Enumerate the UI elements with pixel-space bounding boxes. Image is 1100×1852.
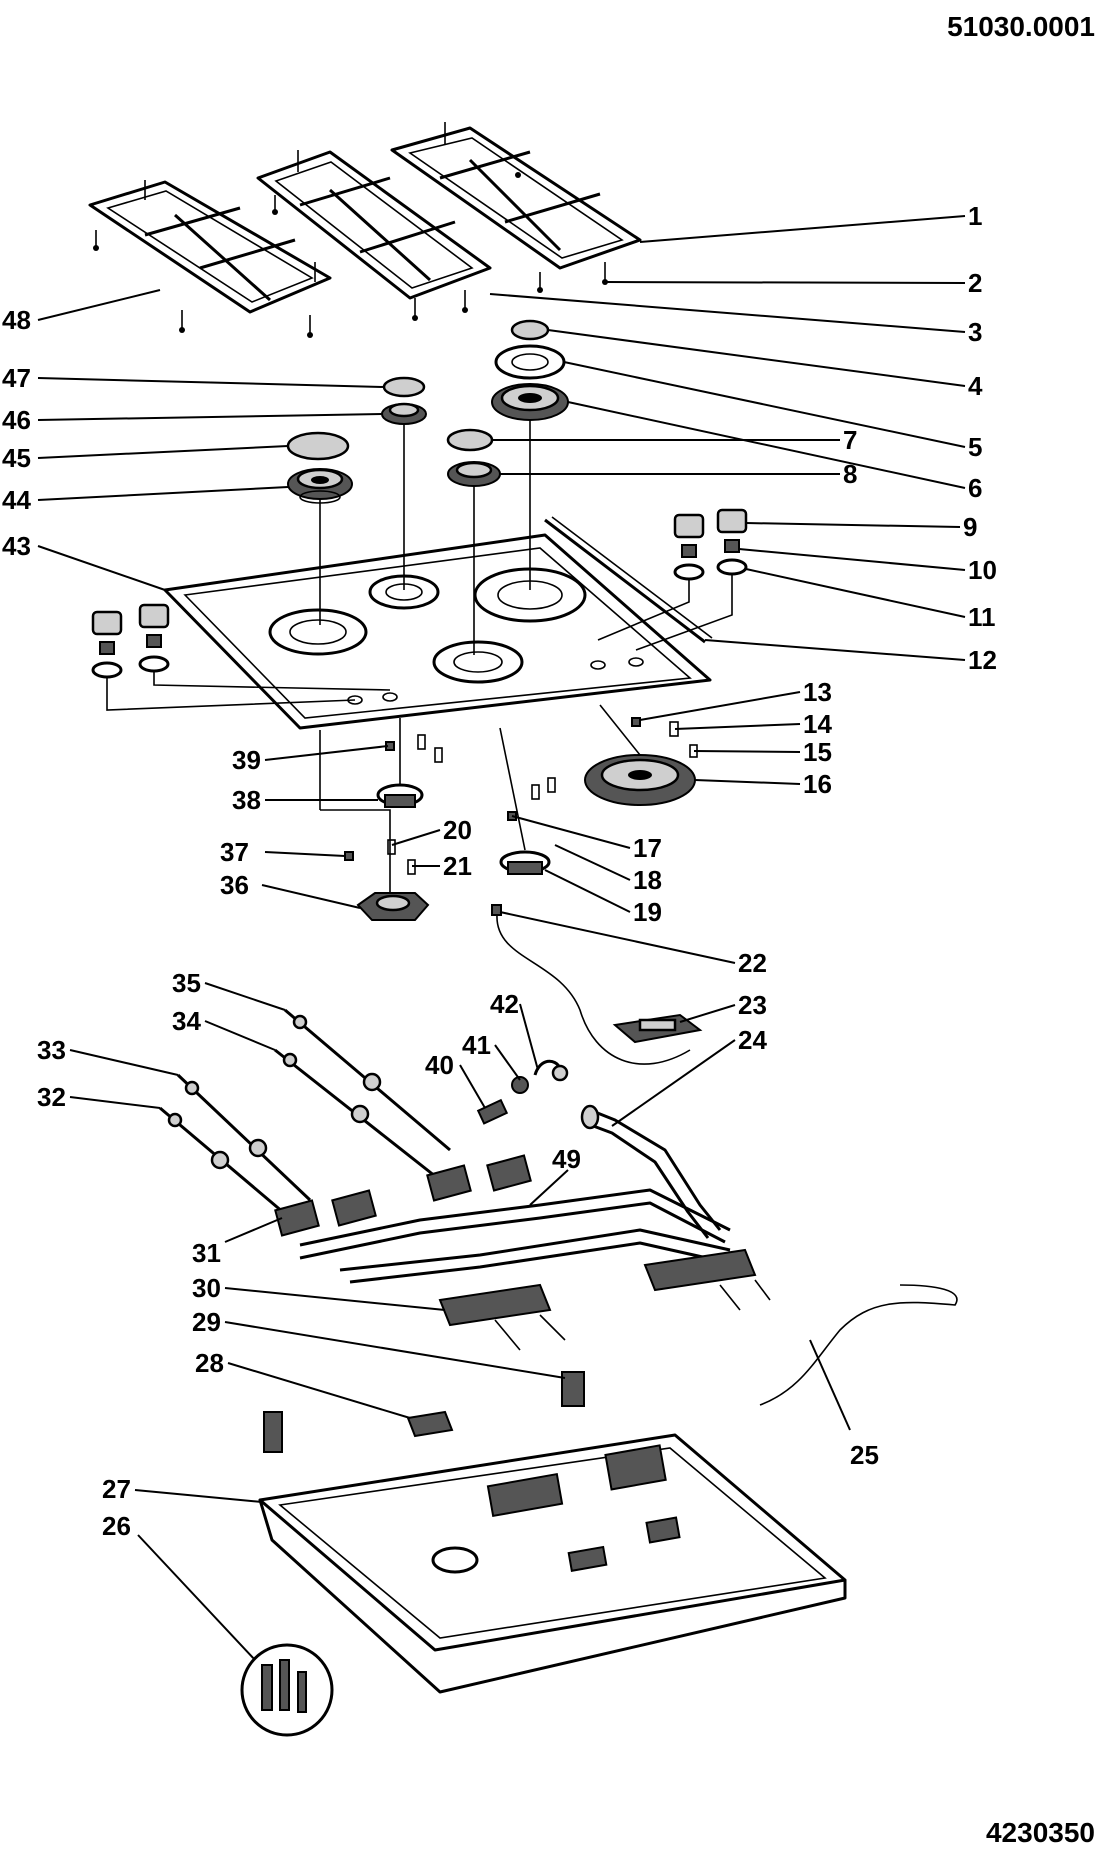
- tap-spindle-32: [159, 1106, 291, 1220]
- burner-head-rapid: [287, 468, 353, 504]
- burner-cap-large: [510, 319, 550, 341]
- callout-42: 42: [490, 989, 519, 1019]
- callout-22: 22: [738, 948, 767, 978]
- base-tray: [258, 1433, 847, 1694]
- callout-1: 1: [968, 201, 982, 231]
- burner-cup-16: [584, 754, 696, 806]
- callout-19: 19: [633, 897, 662, 927]
- control-knobs-left: [91, 603, 391, 711]
- leader-lines: [37, 215, 966, 1661]
- callout-21: 21: [443, 851, 472, 881]
- callout-46: 46: [2, 405, 31, 435]
- hob-top-plate: [163, 533, 712, 730]
- callout-41: 41: [462, 1030, 491, 1060]
- ignition-wire-25: [759, 1284, 958, 1406]
- callout-31: 31: [192, 1238, 221, 1268]
- callout-29: 29: [192, 1307, 221, 1337]
- ignition-lead-22: [491, 904, 691, 1065]
- pan-support-right: [390, 122, 642, 293]
- burner-head-small: [381, 402, 427, 425]
- callout-38: 38: [232, 785, 261, 815]
- burner-support-38: [376, 734, 443, 808]
- burner-cap-rapid: [286, 431, 350, 461]
- tap-spindle-34: [274, 1048, 441, 1182]
- callout-30: 30: [192, 1273, 221, 1303]
- burner-head-semi-rapid: [447, 461, 501, 487]
- callout-11: 11: [968, 602, 996, 632]
- callout-26: 26: [102, 1511, 131, 1541]
- callout-numbers: 1 2 3 4 5 6 7 8 9 10 11 12 13 14 15 16 1…: [2, 201, 997, 1541]
- callout-15: 15: [803, 737, 832, 767]
- callout-13: 13: [803, 677, 832, 707]
- callout-4: 4: [968, 371, 983, 401]
- callout-7: 7: [843, 425, 857, 455]
- pan-support-middle: [256, 150, 492, 321]
- bottom-drawing-code: 4230350: [986, 1817, 1095, 1848]
- fixing-kit-26: [240, 1643, 334, 1737]
- pan-support-left: [88, 180, 332, 338]
- callout-18: 18: [633, 865, 662, 895]
- callout-2: 2: [968, 268, 982, 298]
- callout-40: 40: [425, 1050, 454, 1080]
- gas-inlet-pipe-24: [580, 1104, 722, 1239]
- callout-25: 25: [850, 1440, 879, 1470]
- tap-brackets-30: [438, 1248, 771, 1351]
- callout-37: 37: [220, 837, 249, 867]
- clip-28: [406, 1410, 454, 1438]
- callout-20: 20: [443, 815, 472, 845]
- callout-24: 24: [738, 1025, 767, 1055]
- callout-5: 5: [968, 432, 982, 462]
- callout-47: 47: [2, 363, 31, 393]
- tap-spindle-33: [176, 1073, 312, 1202]
- gas-manifold: [299, 1188, 731, 1284]
- callout-8: 8: [843, 459, 857, 489]
- callout-28: 28: [195, 1348, 224, 1378]
- callout-23: 23: [738, 990, 767, 1020]
- tap-spindle-35: [284, 1008, 451, 1152]
- control-knobs-right: [597, 508, 748, 651]
- burner-cap-semi-rapid: [446, 428, 494, 452]
- ignition-unit-23: [612, 1013, 703, 1044]
- clip-left: [263, 1411, 283, 1453]
- callout-33: 33: [37, 1035, 66, 1065]
- callout-43: 43: [2, 531, 31, 561]
- callout-17: 17: [633, 833, 662, 863]
- callout-16: 16: [803, 769, 832, 799]
- callout-39: 39: [232, 745, 261, 775]
- top-drawing-code: 51030.0001: [947, 11, 1095, 42]
- burner-cap-small: [382, 376, 426, 398]
- callout-44: 44: [2, 485, 31, 515]
- elbow-fitting: [476, 1059, 569, 1125]
- callout-35: 35: [172, 968, 201, 998]
- clip-29: [561, 1371, 585, 1407]
- burner-support-36: [344, 839, 430, 921]
- callout-14: 14: [803, 709, 832, 739]
- callout-6: 6: [968, 473, 982, 503]
- callout-45: 45: [2, 443, 31, 473]
- callout-10: 10: [968, 555, 997, 585]
- callout-49: 49: [552, 1144, 581, 1174]
- callout-12: 12: [968, 645, 997, 675]
- callout-27: 27: [102, 1474, 131, 1504]
- callout-3: 3: [968, 317, 982, 347]
- burner-head-large: [491, 383, 569, 421]
- hob-rear-strip: [544, 516, 713, 644]
- flame-ring-large: [494, 344, 566, 380]
- gas-taps: [274, 1154, 532, 1237]
- callout-34: 34: [172, 1006, 201, 1036]
- callout-32: 32: [37, 1082, 66, 1112]
- callout-48: 48: [2, 305, 31, 335]
- callout-36: 36: [220, 870, 249, 900]
- callout-9: 9: [963, 512, 977, 542]
